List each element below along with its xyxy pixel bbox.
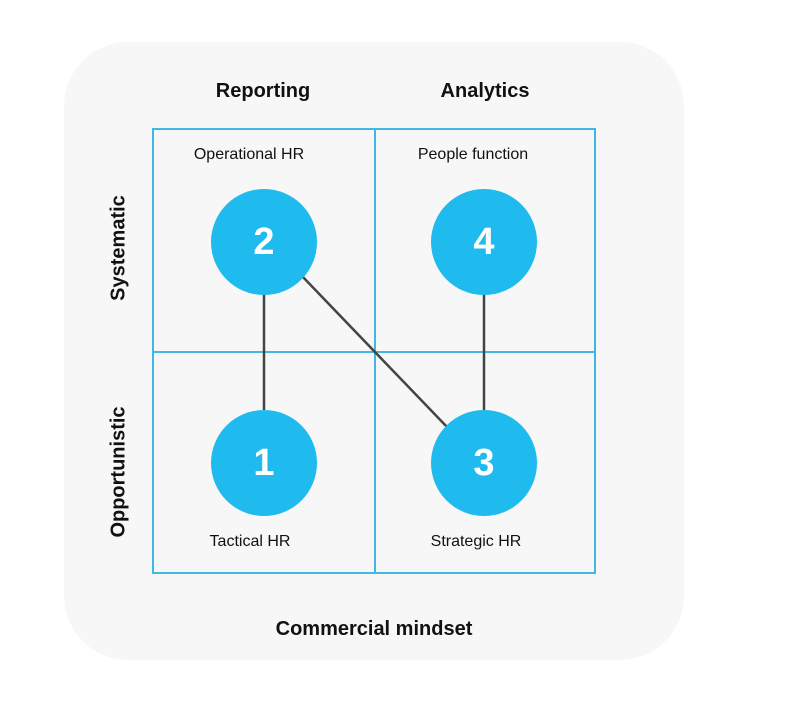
quadrant-label-operational-hr: Operational HR [193,146,305,163]
node-1: 1 [211,410,317,516]
quadrant-label-people-function: People function [417,146,529,163]
quadrant-label-tactical-hr: Tactical HR [209,533,291,550]
node-3: 3 [431,410,537,516]
column-label-analytics: Analytics [440,80,530,102]
node-2: 2 [211,189,317,295]
node-4: 4 [431,189,537,295]
quadrant-label-strategic-hr: Strategic HR [430,533,522,550]
connector-2-to-3 [300,274,449,429]
bottom-axis-label: Commercial mindset [275,618,473,640]
column-label-reporting: Reporting [215,80,311,102]
